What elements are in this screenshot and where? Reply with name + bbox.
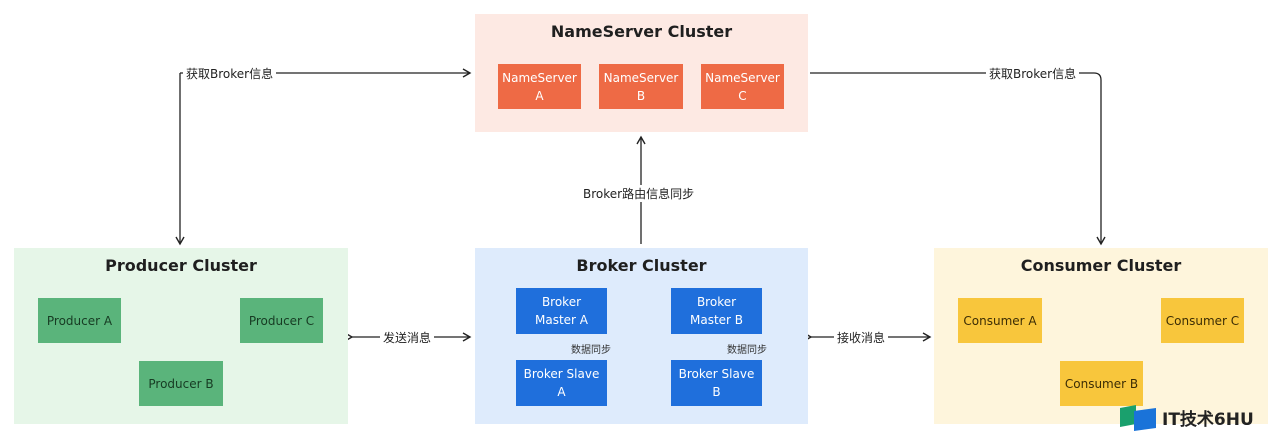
producer-cluster-title: Producer Cluster — [105, 256, 257, 275]
broker-master-b-node: Broker Master B — [671, 288, 762, 334]
nameserver-b-node: NameServer B — [599, 64, 683, 109]
nameserver-cluster: NameServer Cluster NameServer A NameServ… — [475, 14, 808, 132]
send-message-label: 发送消息 — [380, 329, 435, 346]
consumer-cluster-title: Consumer Cluster — [1020, 256, 1182, 275]
producer-a-node: Producer A — [38, 298, 121, 343]
route-sync-label: Broker路由信息同步 — [580, 185, 698, 202]
broker-cluster-title: Broker Cluster — [576, 256, 707, 275]
producer-c-node: Producer C — [240, 298, 323, 343]
watermark: IT技术6HU — [1118, 402, 1278, 432]
consumer-b-node: Consumer B — [1060, 361, 1143, 406]
nameserver-a-node: NameServer A — [498, 64, 581, 109]
broker-slave-b-node: Broker Slave B — [671, 360, 762, 406]
consumer-a-node: Consumer A — [958, 298, 1042, 343]
consumer-c-node: Consumer C — [1161, 298, 1244, 343]
watermark-text: IT技术6HU — [1162, 410, 1254, 430]
watermark-logo-icon — [1120, 405, 1156, 431]
broker-slave-a-node: Broker Slave A — [516, 360, 607, 406]
sync-label-a: 数据同步 — [571, 345, 611, 356]
producer-cluster: Producer Cluster Producer A Producer C P… — [14, 248, 348, 424]
producer-b-node: Producer B — [139, 361, 223, 406]
consumer-get-info-label: 获取Broker信息 — [986, 65, 1080, 82]
receive-message-label: 接收消息 — [834, 329, 889, 346]
consumer-cluster: Consumer Cluster Consumer A Consumer C C… — [934, 248, 1268, 424]
broker-master-a-node: Broker Master A — [516, 288, 607, 334]
consumer-info-arrow — [810, 72, 1106, 246]
sync-label-b: 数据同步 — [727, 345, 767, 356]
nameserver-cluster-title: NameServer Cluster — [550, 22, 733, 41]
broker-cluster: Broker Cluster Broker Master A Broker Ma… — [475, 248, 808, 424]
producer-get-info-label: 获取Broker信息 — [183, 65, 277, 82]
nameserver-c-node: NameServer C — [701, 64, 784, 109]
